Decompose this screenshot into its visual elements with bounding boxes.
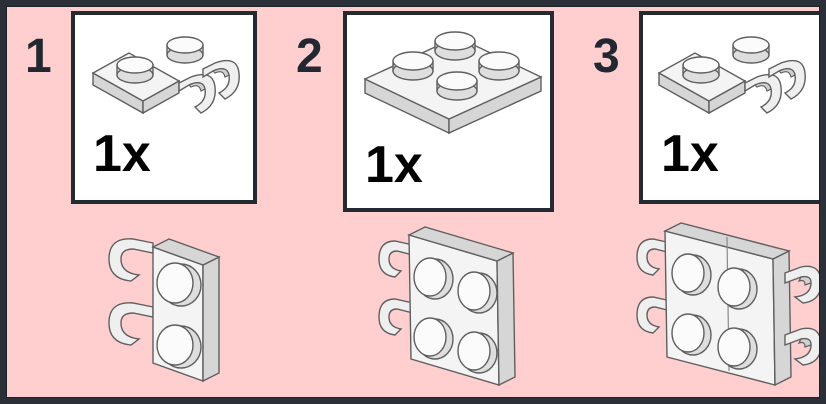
assembly-step-2-icon (378, 226, 516, 387)
step-number: 3 (593, 30, 620, 83)
plate-2x2-icon (363, 31, 543, 135)
quantity-label: 1x (661, 125, 719, 183)
assembly-step-1-icon (108, 238, 221, 383)
step-number: 2 (296, 30, 323, 83)
plate-1x2-with-clips-icon (91, 36, 240, 115)
plate-1x2-with-clips-icon (657, 36, 806, 115)
assembly-step-3-icon (636, 222, 819, 387)
parts-callout-box: 1x (343, 11, 554, 212)
instruction-panel: 1 1x 2 (6, 6, 820, 398)
parts-callout-box: 1x (71, 11, 257, 204)
step-number: 1 (25, 30, 52, 83)
parts-callout-box: 1x (639, 11, 819, 204)
quantity-label: 1x (365, 136, 423, 194)
quantity-label: 1x (93, 125, 151, 183)
